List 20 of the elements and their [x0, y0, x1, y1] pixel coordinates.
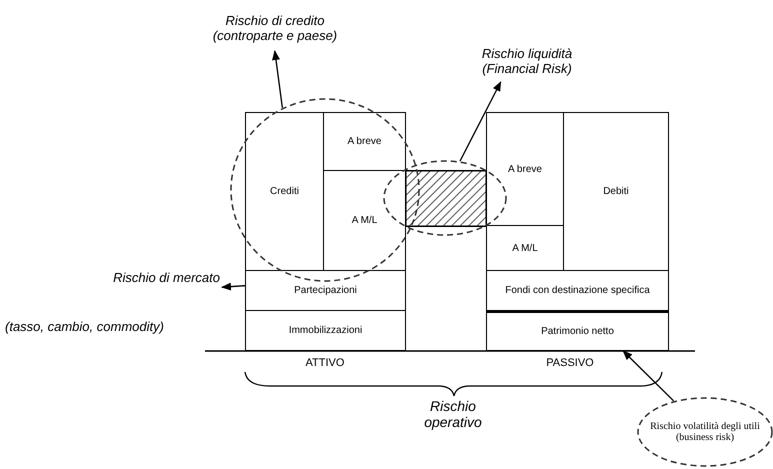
balance-cell: Immobilizzazioni	[245, 310, 406, 351]
arrow	[622, 350, 674, 402]
risk-text: (tasso, cambio, commodity)	[5, 319, 164, 334]
balance-cell: Partecipazioni	[245, 270, 406, 311]
risk-text: Rischio liquidità (Financial Risk)	[480, 46, 574, 76]
risk-text: Rischio di mercato	[113, 270, 220, 285]
risk-text: Rischio di credito (controparte e paese)	[212, 13, 338, 43]
dashed-ellipse	[637, 397, 773, 467]
arrow	[459, 81, 502, 162]
column-heading: ATTIVO	[304, 357, 346, 369]
balance-cell: Patrimonio netto	[486, 310, 669, 351]
dashed-ellipse	[383, 160, 507, 236]
risk-text: Rischio operativo	[423, 398, 483, 430]
dashed-circle	[230, 98, 420, 282]
arrow	[221, 282, 246, 291]
arrow	[272, 50, 284, 108]
risk-text: Rischio volatilità degli utili (business risk)	[649, 421, 761, 443]
balance-cell: Fondi con destinazione specifica	[486, 270, 669, 311]
balance-cell: Debiti	[563, 112, 669, 271]
column-heading: PASSIVO	[545, 357, 595, 369]
